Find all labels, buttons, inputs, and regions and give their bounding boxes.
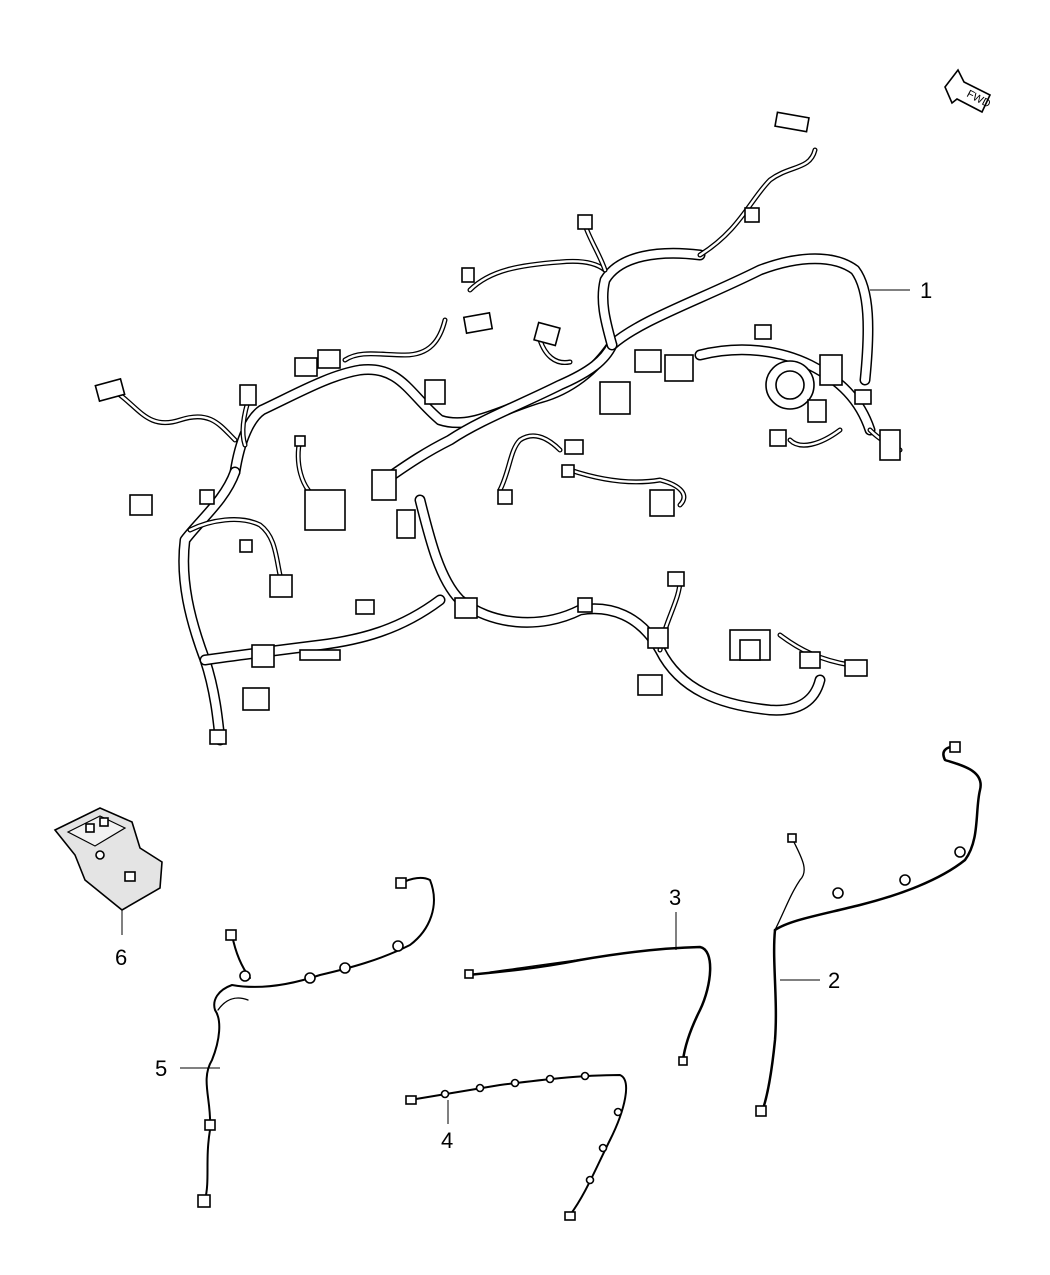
- callout-1: 1: [920, 278, 932, 303]
- wire-harness-3: [464, 945, 712, 1066]
- callout-5: 5: [155, 1056, 167, 1081]
- main-harness-1: [94, 111, 903, 746]
- bracket-6: [53, 807, 163, 911]
- callout-4: 4: [441, 1128, 453, 1153]
- wire-harness-4: [405, 1071, 628, 1221]
- forward-arrow-icon: FWD: [944, 68, 992, 114]
- callout-3: 3: [669, 885, 681, 910]
- callout-6: 6: [115, 945, 127, 970]
- wire-harness-2: [755, 741, 982, 1117]
- wire-harness-5: [197, 876, 435, 1208]
- callout-2: 2: [828, 968, 840, 993]
